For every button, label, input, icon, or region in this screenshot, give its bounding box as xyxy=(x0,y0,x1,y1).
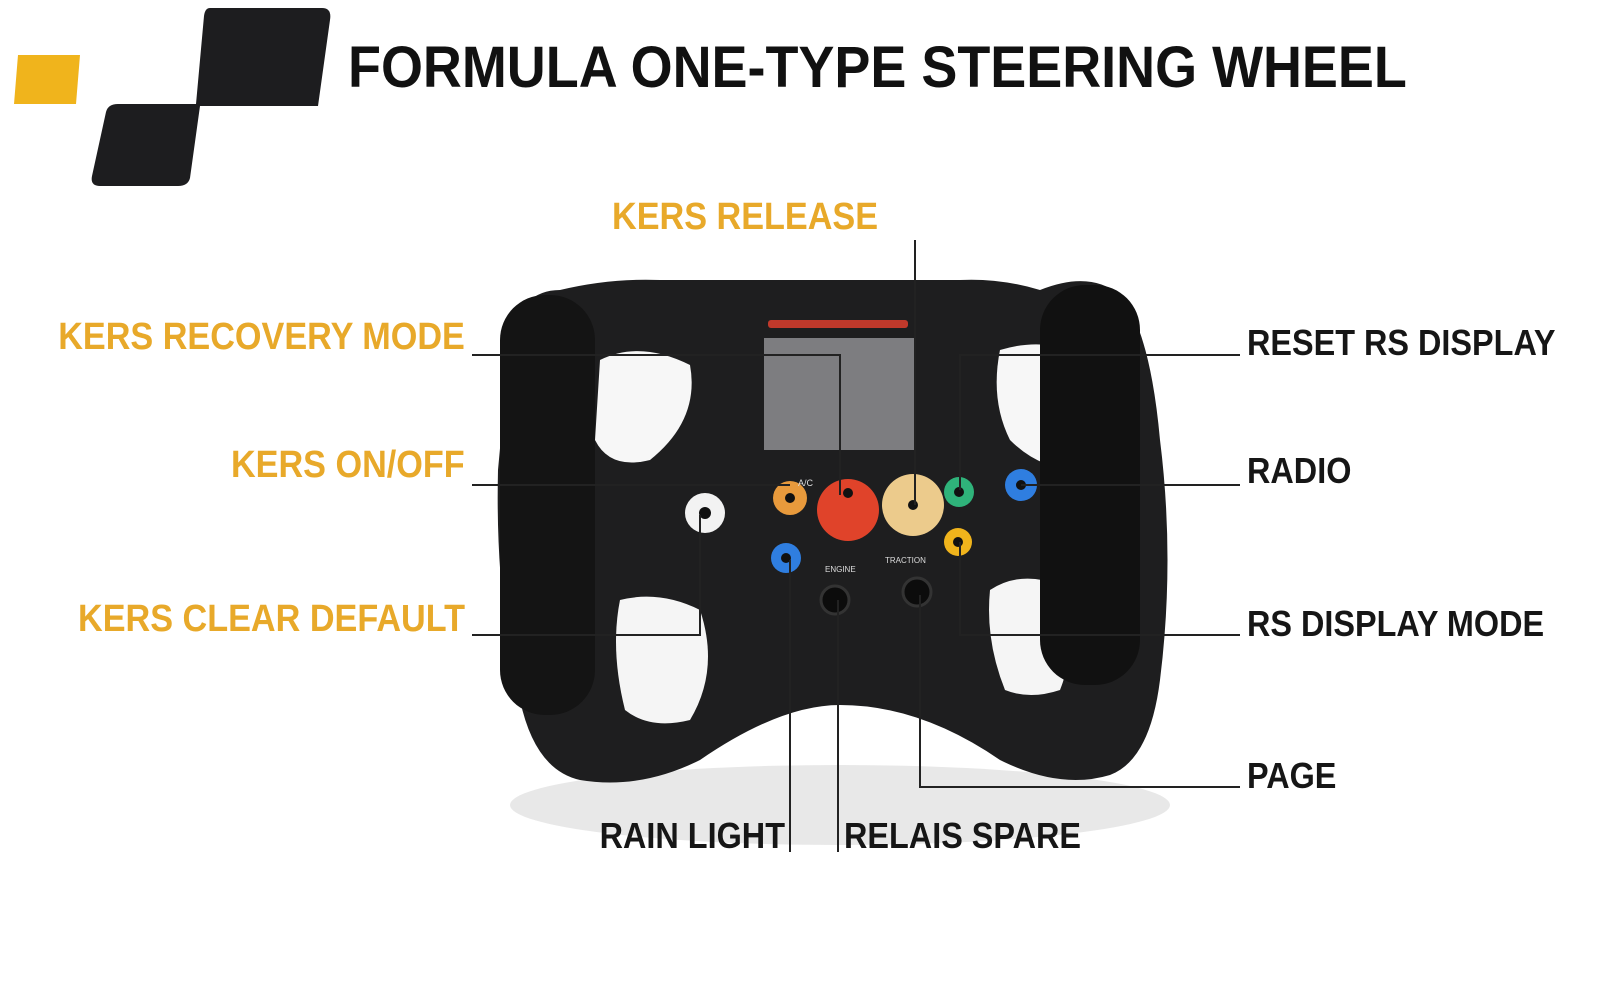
leader-lines xyxy=(472,240,1240,852)
label-kers-clear-default: KERS CLEAR DEFAULT xyxy=(78,598,465,640)
label-rain-light: RAIN LIGHT xyxy=(599,815,785,856)
label-relais-spare: RELAIS SPARE xyxy=(844,815,1082,856)
label-kers-recovery-mode: KERS RECOVERY MODE xyxy=(58,316,465,358)
engine-marking: ENGINE xyxy=(825,565,856,574)
label-radio: RADIO xyxy=(1247,450,1352,491)
label-page: PAGE xyxy=(1247,755,1337,796)
shift-lights xyxy=(768,320,908,328)
label-rs-display-mode: RS DISPLAY MODE xyxy=(1247,603,1545,644)
traction-marking: TRACTION xyxy=(885,556,926,565)
ac-marking: A/C xyxy=(798,478,814,488)
page-title: FORMULA ONE-TYPE STEERING WHEEL xyxy=(348,35,1407,100)
label-kers-on-off: KERS ON/OFF xyxy=(231,444,465,486)
label-reset-rs-display: RESET RS DISPLAY xyxy=(1247,322,1556,363)
label-kers-release: KERS RELEASE xyxy=(612,196,879,238)
wheel-shadow xyxy=(510,765,1170,845)
brand-logo xyxy=(14,8,331,186)
